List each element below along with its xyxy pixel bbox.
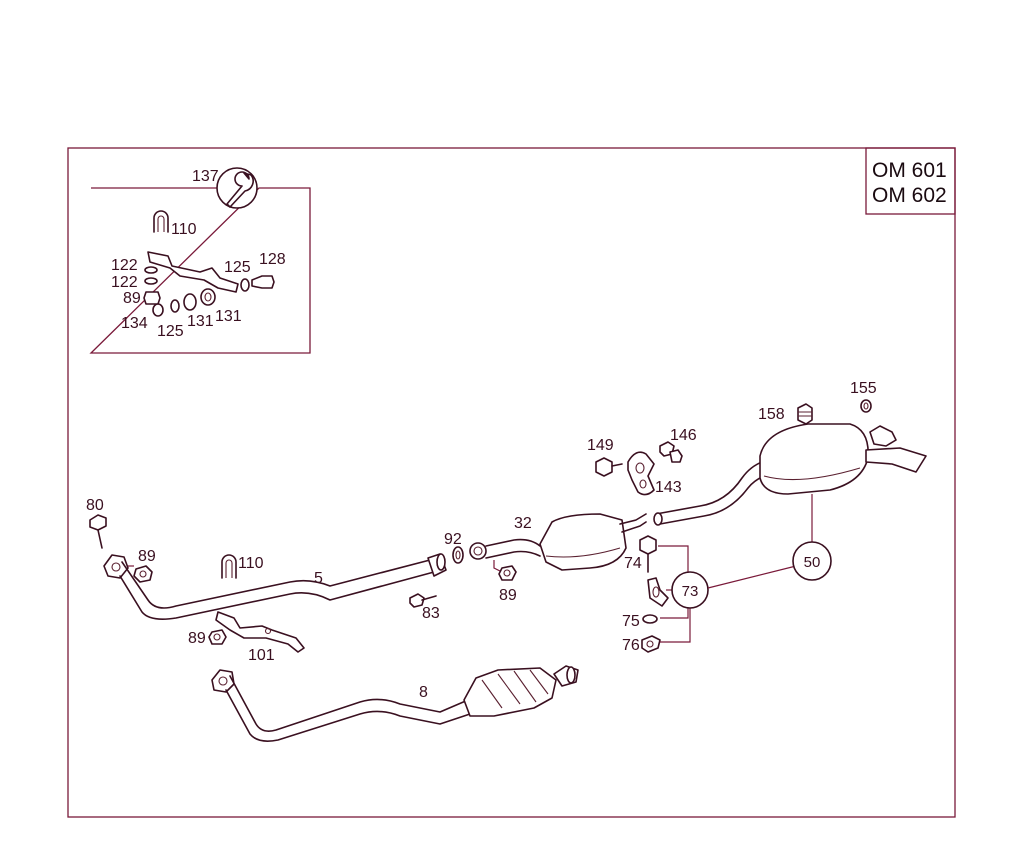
callout-155: 155	[850, 380, 877, 397]
callout-76: 76	[622, 637, 640, 654]
callout-5: 5	[314, 570, 323, 587]
front-exhaust-pipe	[103, 553, 447, 620]
callout-bubble-50: 50	[792, 541, 832, 581]
callout-80: 80	[86, 497, 104, 514]
callout-146: 146	[670, 427, 697, 444]
diagram-frame	[67, 147, 956, 818]
wrench-icon	[216, 167, 258, 209]
model-code-1: OM 601	[872, 159, 947, 182]
callout-74: 74	[624, 555, 642, 572]
inset-label-89: 89	[123, 290, 141, 307]
catalytic-converter-pipe	[211, 665, 579, 742]
callout-32: 32	[514, 515, 532, 532]
inset-label-128: 128	[259, 251, 286, 268]
inset-label-122b: 122	[111, 274, 138, 291]
svg-text:73: 73	[682, 583, 699, 600]
inset-label-131a: 131	[187, 313, 214, 330]
callout-89b: 89	[188, 630, 206, 647]
inset-label-131b: 131	[215, 308, 242, 325]
callout-101: 101	[248, 647, 275, 664]
mounting-kit-inset: 137 110 122 122 89 134 125 131 131 125 1…	[89, 167, 311, 354]
inset-label-122a: 122	[111, 257, 138, 274]
callout-bubble-73: 73	[671, 571, 709, 609]
inset-label-125b: 125	[224, 259, 251, 276]
callout-92: 92	[444, 531, 462, 548]
inset-label-110: 110	[171, 221, 197, 238]
inset-label-134: 134	[121, 315, 148, 332]
callout-110: 110	[238, 555, 264, 572]
inset-label-125a: 125	[157, 323, 184, 340]
callout-89c: 89	[499, 587, 517, 604]
callout-83: 83	[422, 605, 440, 622]
callout-149: 149	[587, 437, 614, 454]
tool-number: 137	[192, 168, 219, 185]
callout-89a: 89	[138, 548, 156, 565]
callout-158: 158	[758, 406, 785, 423]
model-code-2: OM 602	[872, 184, 947, 207]
model-code-box: OM 601 OM 602	[865, 147, 956, 215]
callout-8: 8	[419, 684, 428, 701]
callout-75: 75	[622, 613, 640, 630]
callout-143: 143	[655, 479, 682, 496]
svg-text:50: 50	[804, 554, 821, 571]
